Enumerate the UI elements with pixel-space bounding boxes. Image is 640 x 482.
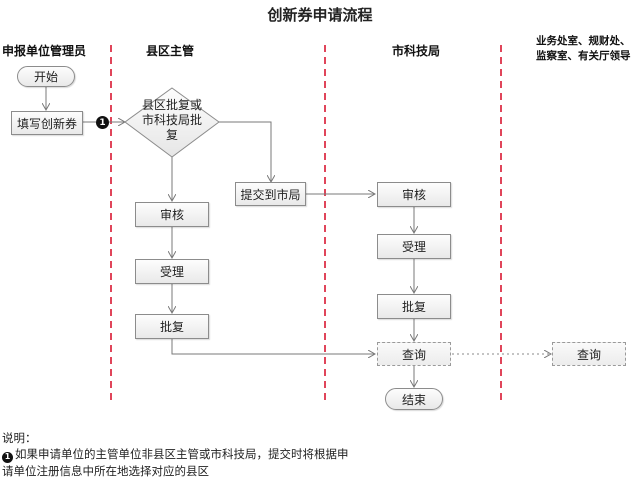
lane-header-city: 市科技局 bbox=[392, 44, 441, 58]
city-review-node: 审核 bbox=[377, 182, 451, 207]
decision-label-line2: 市科技局批 bbox=[141, 113, 202, 127]
end-node: 结束 bbox=[385, 388, 443, 410]
county-accept-node: 受理 bbox=[135, 259, 209, 284]
decision-label-line3: 复 bbox=[165, 128, 178, 142]
connector-county-approve-query bbox=[171, 339, 375, 354]
lane-header-departments-line2: 监察室、有关厅领导 bbox=[536, 50, 631, 62]
connector-decision-submit bbox=[219, 121, 271, 182]
county-approve-node: 批复 bbox=[135, 314, 209, 339]
county-review-node: 审核 bbox=[135, 202, 209, 227]
notes-line2: 请单位注册信息中所在地选择对应的县区 bbox=[2, 463, 209, 478]
note-marker-badge: 1 bbox=[96, 116, 109, 129]
notes-line1-text: 如果申请单位的主管单位非县区主管或市科技局，提交时将根据申 bbox=[15, 447, 349, 461]
city-approve-node: 批复 bbox=[377, 294, 451, 319]
lane-header-county: 县区主管 bbox=[146, 44, 195, 58]
city-accept-node: 受理 bbox=[377, 234, 451, 259]
decision-label: 县区批复或 市科技局批 复 bbox=[132, 98, 212, 143]
lane-header-applicant: 申报单位管理员 bbox=[2, 44, 87, 58]
fill-voucher-node: 填写创新券 bbox=[11, 111, 83, 135]
notes-heading: 说明： bbox=[2, 431, 37, 445]
decision-label-line1: 县区批复或 bbox=[141, 98, 202, 112]
diagram-title: 创新券申请流程 bbox=[267, 6, 373, 24]
lane-header-departments: 业务处室、规财处、 监察室、有关厅领导 bbox=[536, 34, 631, 64]
city-query-node: 查询 bbox=[377, 342, 451, 366]
submit-to-city-node: 提交到市局 bbox=[235, 182, 306, 206]
notes-badge-icon: 1 bbox=[2, 451, 13, 463]
lane-header-departments-line1: 业务处室、规财处、 bbox=[536, 35, 631, 47]
start-node: 开始 bbox=[17, 66, 75, 87]
department-query-node: 查询 bbox=[552, 342, 626, 366]
